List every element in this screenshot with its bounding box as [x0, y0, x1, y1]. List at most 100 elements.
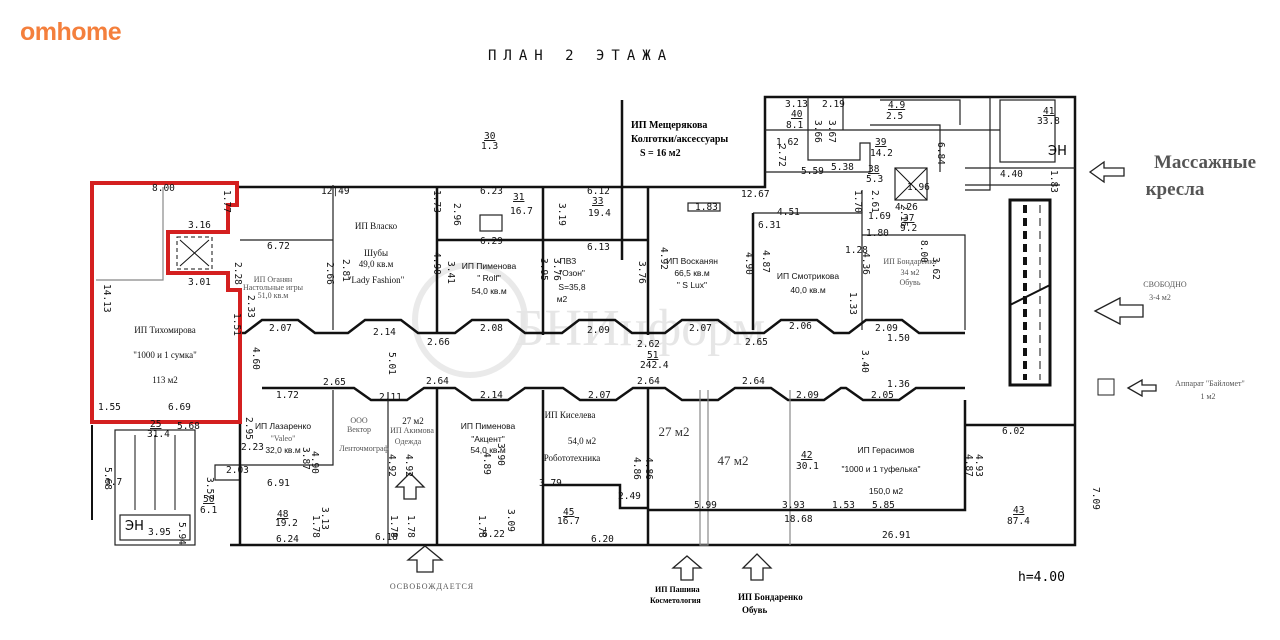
- dimension-label: 2.07: [689, 323, 712, 334]
- dimension-label: 4.89: [481, 452, 492, 475]
- dimension-label: 2.95: [243, 417, 254, 440]
- room-area: 66,5 кв.м: [674, 268, 710, 278]
- arrows: [394, 160, 1157, 581]
- dimension-label: 2.11: [379, 392, 402, 403]
- room-tenant: ИП Лазаренко: [255, 421, 311, 431]
- room-gerasimov[interactable]: ИП Герасимов "1000 и 1 туфелька" 150,0 м…: [841, 445, 920, 496]
- room-brand: "Озон": [559, 268, 585, 278]
- watermark-text: БНИнформ: [515, 300, 766, 357]
- dimension-label: 1.55: [98, 402, 121, 413]
- dimension-label: 87.4: [1007, 516, 1030, 527]
- dimension-label: 2.49: [618, 491, 641, 502]
- highlighted-unit-outline: [90, 181, 242, 424]
- dimension-label: 3.13: [785, 99, 808, 110]
- room-oganyan[interactable]: ИП Оганян Настольные игры 51,0 кв.м: [243, 275, 304, 300]
- dimension-label: 5.3: [866, 174, 883, 185]
- pashina-label: ИП Пашина: [655, 585, 700, 594]
- dimension-label: 3.76: [636, 261, 647, 284]
- room-pimenova-rolf[interactable]: ИП Пименова " Rolf" 54,0 кв.м: [462, 261, 517, 296]
- dimension-label: 2.61: [869, 190, 880, 213]
- dimension-label: 30.1: [796, 461, 819, 472]
- room-area: 27 м2: [402, 416, 423, 426]
- dimension-label: 3.66: [812, 120, 823, 143]
- dimension-label: 6.02: [1002, 426, 1025, 437]
- room-area: 47 м2: [718, 453, 749, 468]
- dimension-label: 2.96: [451, 203, 462, 226]
- dimension-label: 16.7: [557, 516, 580, 527]
- dimension-label: 2.64: [426, 376, 449, 387]
- dimension-labels: 8.001.773.1614.133.016.722.282.331.514.6…: [98, 99, 1101, 545]
- room-area: 49,0 кв.м: [359, 259, 394, 269]
- dimension-label: 6.69: [168, 402, 191, 413]
- dimension-label: 12.67: [741, 189, 770, 200]
- brand-logo: omhome: [20, 18, 122, 46]
- room-voskanyan[interactable]: ИП Восканян 66,5 кв.м " S Lux": [666, 256, 718, 290]
- dimension-label: 1.53: [832, 500, 855, 511]
- dimension-label: 5.38: [831, 162, 854, 173]
- dimension-label: 8.1: [786, 120, 803, 131]
- room-smotrikova[interactable]: ИП Смотрикова 40,0 кв.м: [777, 271, 839, 295]
- room-tenant: ИП Акимова: [390, 426, 434, 435]
- dimension-label: 1.78: [388, 515, 399, 538]
- room-27[interactable]: 27 м2: [659, 424, 690, 439]
- dimension-label: 4.90: [309, 451, 320, 474]
- dimension-label: 3.79: [539, 478, 562, 489]
- room-akimova[interactable]: 27 м2 ИП Акимова Одежда: [390, 416, 434, 446]
- dimension-label: 6.24: [276, 534, 299, 545]
- room-meshcheryakova[interactable]: ИП Мещерякова Колготки/аксессуары S = 16…: [631, 120, 728, 159]
- device-marker: [1097, 378, 1115, 396]
- dimension-label: 2.07: [269, 323, 292, 334]
- dimension-label: 6.12: [587, 186, 610, 197]
- dimension-label: 3.19: [556, 203, 567, 226]
- dimension-label: 2.07: [588, 390, 611, 401]
- dimension-label: 4.93: [973, 454, 984, 477]
- dimension-label: 2.81: [340, 259, 351, 282]
- room-pimenova-akcent[interactable]: ИП Пименова "Акцент" 54,0 кв.м: [461, 421, 516, 455]
- massage-chairs-label: кресла: [1146, 179, 1205, 200]
- dimension-label: 26.91: [882, 530, 911, 541]
- room-kiseleva[interactable]: ИП Киселева 54,0 м2 Робототехника: [544, 410, 601, 463]
- dimension-label: 2.65: [323, 377, 346, 388]
- dimension-label: 2.28: [232, 262, 243, 285]
- dimension-label: 2.08: [480, 323, 503, 334]
- room-tenant: ИП Герасимов: [858, 445, 915, 455]
- dimension-label: 6.31: [758, 220, 781, 231]
- room-tenant: ООО: [350, 416, 368, 425]
- room-ozon[interactable]: ПВЗ "Озон" S=35,8 м2: [557, 256, 586, 304]
- dimension-label: 6.22: [482, 529, 505, 540]
- dimension-label: 2.06: [789, 321, 812, 332]
- dimension-label: 18.68: [784, 514, 813, 525]
- dimension-label: 5.94: [176, 522, 187, 545]
- walls: [90, 95, 1077, 547]
- dimension-label: 5.01: [386, 352, 397, 375]
- room-47[interactable]: 47 м2: [718, 453, 749, 468]
- room-area: 113 м2: [152, 375, 178, 385]
- dimension-label: 37: [903, 213, 914, 224]
- dimension-label: 38: [868, 164, 880, 175]
- room-brand: " S Lux": [677, 280, 707, 290]
- room-vlasko[interactable]: ИП Власко Шубы 49,0 кв.м "Lady Fashion": [348, 221, 405, 285]
- dimension-label: 1.62: [776, 137, 799, 148]
- bondarenko-bottom-use: Обувь: [742, 605, 768, 615]
- dimension-label: 48: [277, 509, 289, 520]
- arrow-up-icon: [406, 545, 444, 573]
- room-tikhomirova[interactable]: ИП Тихомирова "1000 и 1 сумка" 113 м2: [133, 325, 197, 385]
- room-tenant: ИП Оганян: [254, 275, 293, 284]
- dimension-label: 39: [875, 137, 887, 148]
- room-bondarenko[interactable]: ИП Бондаренко 34 м2 Обувь: [883, 257, 936, 287]
- dimension-label: 3.62: [930, 257, 941, 280]
- dimension-label: 31.4: [147, 429, 170, 440]
- room-brand: "Lady Fashion": [348, 275, 405, 285]
- room-lazarenko[interactable]: ИП Лазаренко "Valeo" 32,0 кв.м: [255, 421, 311, 455]
- arrow-left-icon: [1093, 296, 1144, 326]
- room-tenant: ИП Киселева: [545, 410, 596, 420]
- plan-title: ПЛАН 2 ЭТАЖА: [488, 48, 674, 64]
- dimension-label: 1.36: [887, 379, 910, 390]
- room-vektor[interactable]: ООО Вектор Ленточмограф: [339, 416, 389, 453]
- dimension-label: 3.7: [105, 477, 122, 488]
- room-brand: "Акцент": [471, 434, 505, 444]
- dimension-label: 7.09: [1090, 487, 1101, 510]
- dimension-label: 6.18: [375, 532, 398, 543]
- dimension-label: 4.36: [860, 252, 871, 275]
